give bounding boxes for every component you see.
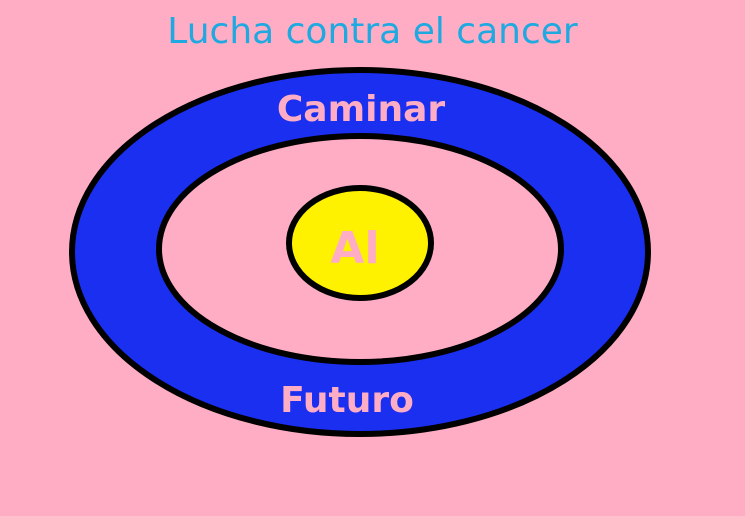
label-futuro: Futuro <box>280 380 414 421</box>
diagram-title: Lucha contra el cancer <box>167 11 578 52</box>
label-center: Al <box>330 223 379 274</box>
center-ellipse <box>286 185 434 301</box>
label-caminar: Caminar <box>277 89 445 130</box>
